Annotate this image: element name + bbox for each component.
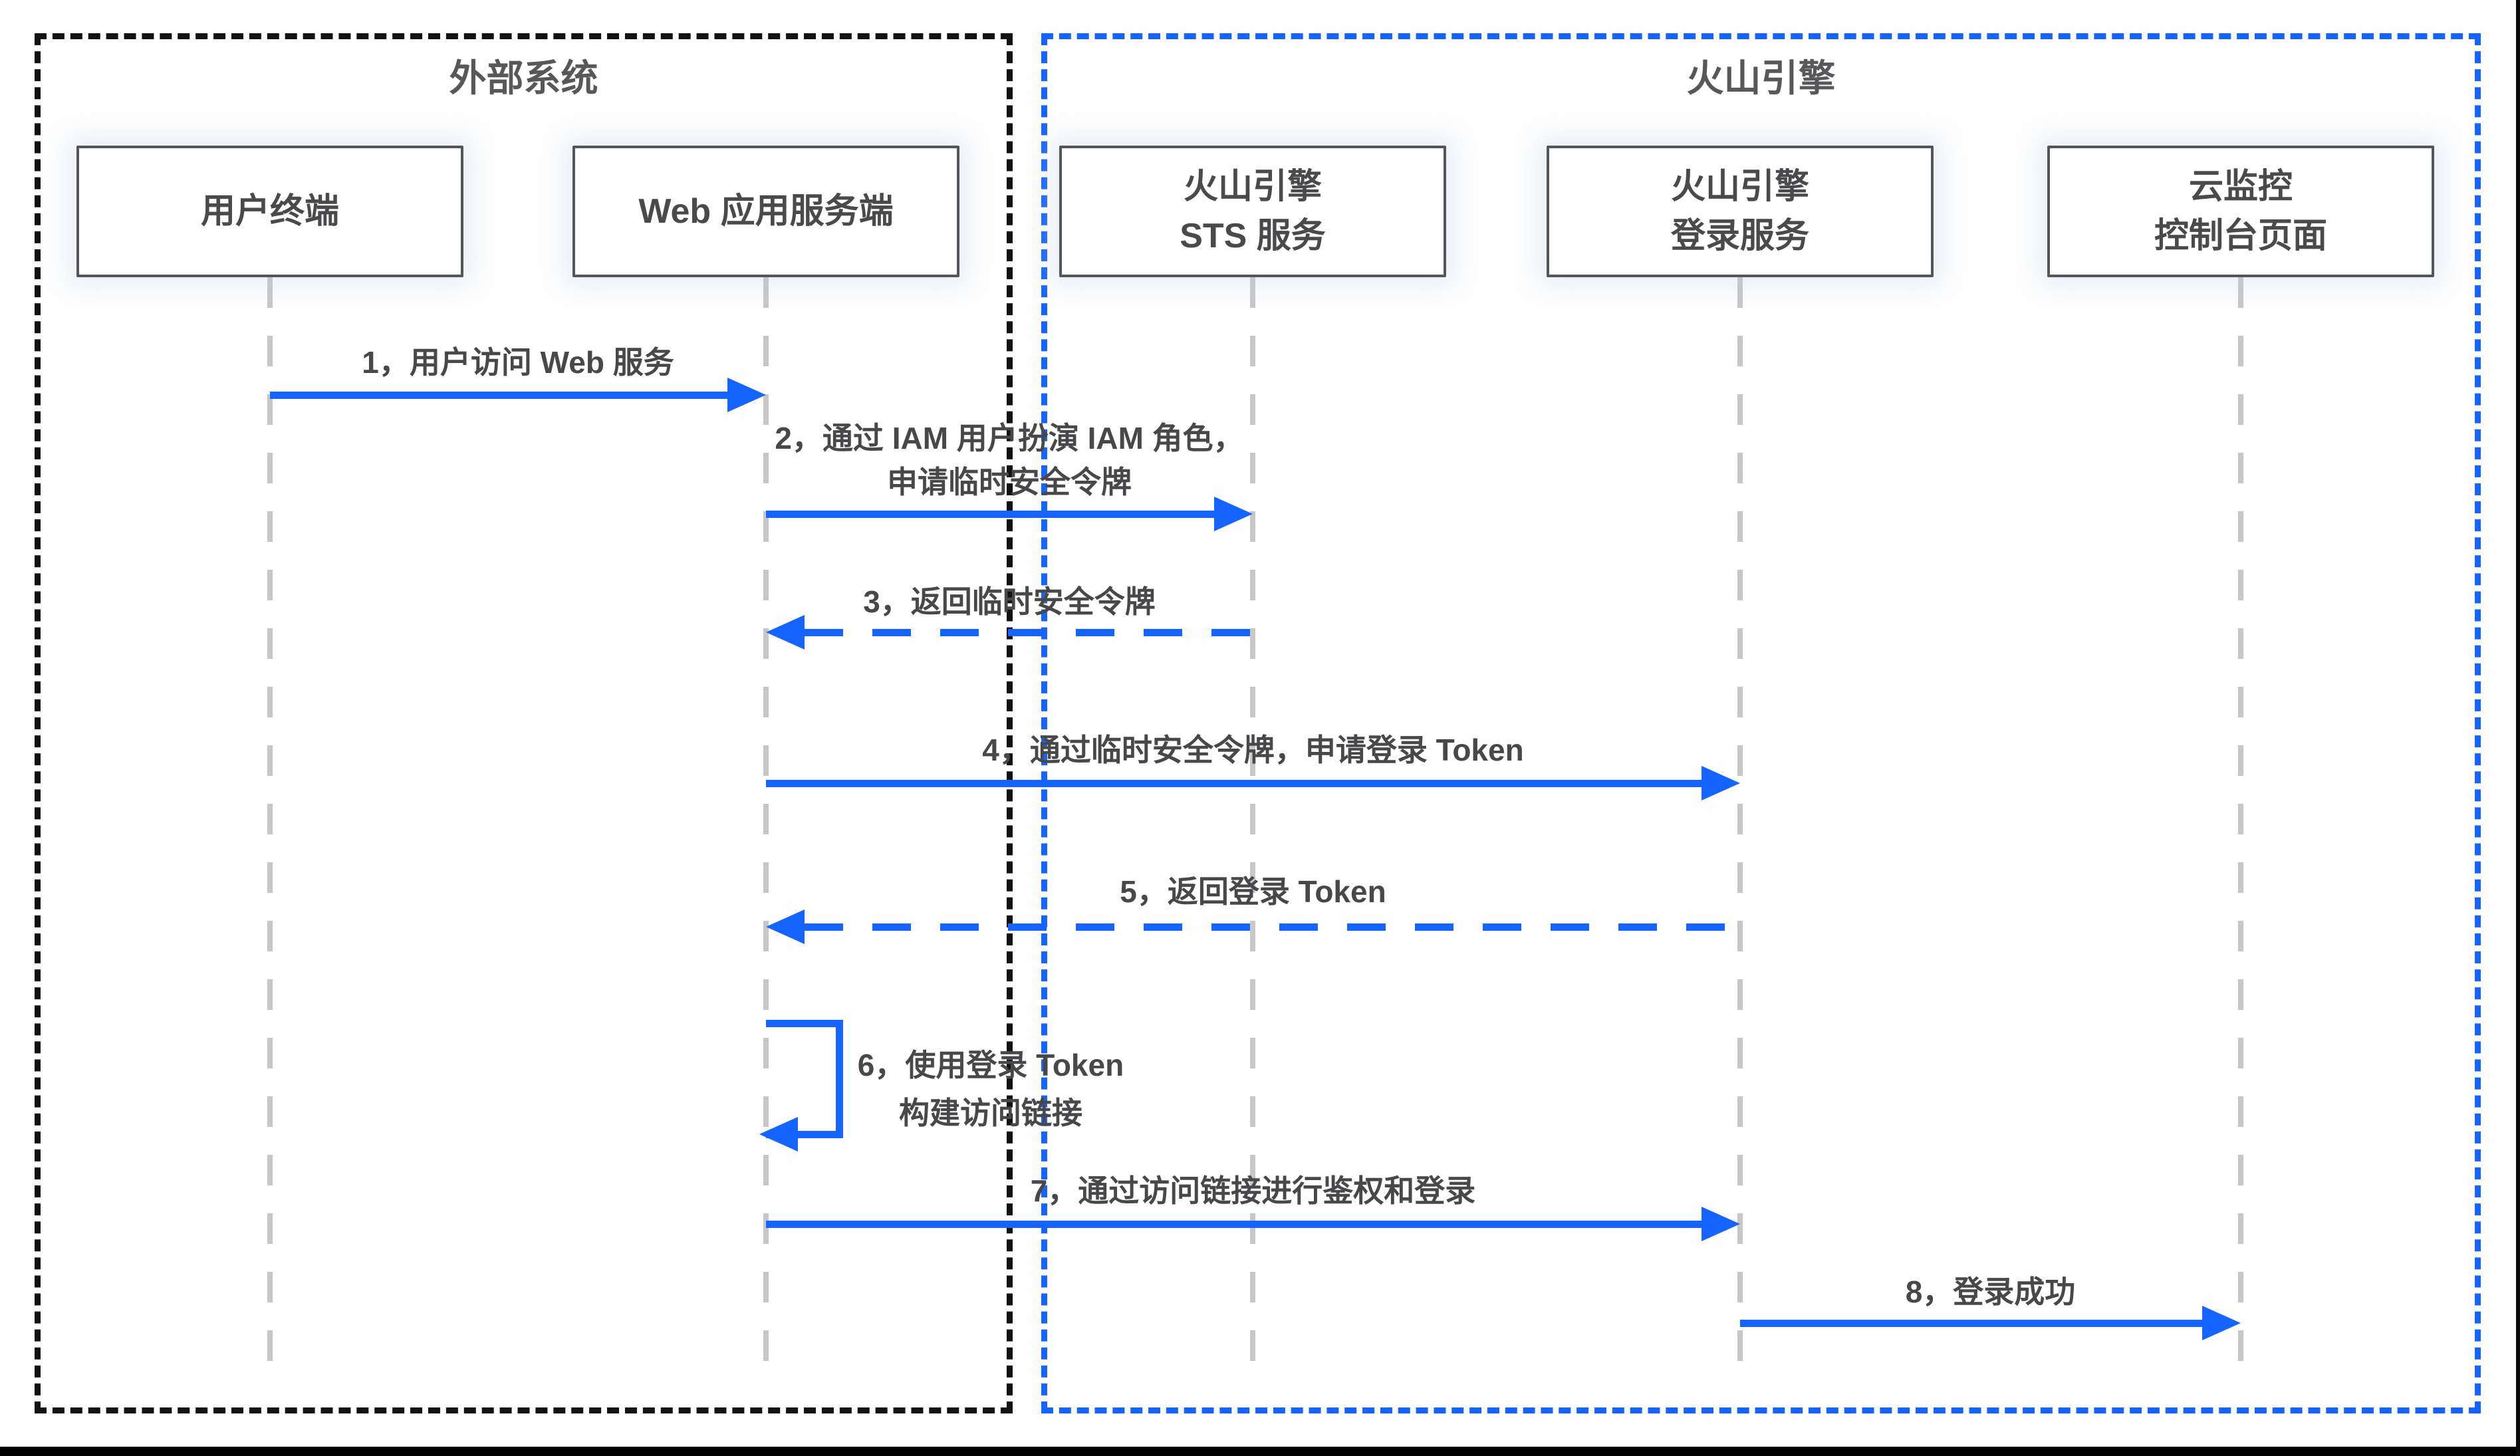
message-7-arrow xyxy=(766,1221,1707,1228)
message-5-arrow xyxy=(805,923,1740,931)
actor-label: STS 服务 xyxy=(1180,217,1326,255)
message-7-label: 7，通过访问链接进行鉴权和登录 xyxy=(1030,1173,1476,1208)
message-5-label: 5，返回登录 Token xyxy=(1120,874,1386,909)
lifeline-sts-service xyxy=(1250,277,1255,1386)
actor-label: 用户终端 xyxy=(200,192,339,231)
message-8-label: 8，登录成功 xyxy=(1905,1274,2076,1309)
message-6-label: 6，使用登录 Token 构建访问链接 xyxy=(857,1048,1124,1130)
window-bottom-edge xyxy=(0,1447,2520,1456)
lifeline-user-terminal xyxy=(267,277,273,1386)
group-title-external-system: 外部系统 xyxy=(449,57,598,99)
message-1-arrow xyxy=(270,392,729,399)
actor-box-console-page: 云监控 控制台页面 xyxy=(2047,146,2434,277)
message-4-arrowhead-icon xyxy=(1701,766,1740,800)
actor-box-user-terminal: 用户终端 xyxy=(76,146,463,277)
actor-label: 登录服务 xyxy=(1670,217,1809,255)
message-8-arrowhead-icon xyxy=(2202,1306,2241,1340)
group-box-volcengine xyxy=(1041,33,2481,1413)
message-1-label: 1，用户访问 Web 服务 xyxy=(362,345,674,380)
message-3-arrowhead-icon xyxy=(766,615,805,650)
actor-box-web-app-server: Web 应用服务端 xyxy=(572,146,959,277)
message-2-label: 2，通过 IAM 用户扮演 IAM 角色， 申请临时安全令牌 xyxy=(775,421,1244,499)
actor-label: 火山引擎 xyxy=(1183,168,1322,206)
actor-box-sts-service: 火山引擎 STS 服务 xyxy=(1059,146,1446,277)
actor-label: 火山引擎 xyxy=(1670,168,1809,206)
group-box-external-system xyxy=(35,33,1013,1413)
message-3-arrow xyxy=(805,629,1253,636)
message-2-arrowhead-icon xyxy=(1214,497,1253,531)
message-4-arrow xyxy=(766,780,1707,787)
lifeline-login-service xyxy=(1737,277,1743,1386)
message-4-label: 4，通过临时安全令牌，申请登录 Token xyxy=(982,733,1524,767)
actor-box-login-service: 火山引擎 登录服务 xyxy=(1547,146,1934,277)
actor-label: 控制台页面 xyxy=(2154,217,2327,255)
message-7-arrowhead-icon xyxy=(1701,1207,1740,1241)
message-2-arrow xyxy=(766,511,1219,518)
actor-label: Web 应用服务端 xyxy=(638,192,894,231)
message-1-arrowhead-icon xyxy=(727,378,766,412)
group-title-volcengine: 火山引擎 xyxy=(1686,57,1836,99)
actor-label: 云监控 xyxy=(2188,168,2293,206)
message-8-arrow xyxy=(1740,1320,2207,1327)
lifeline-console-page xyxy=(2238,277,2243,1386)
window-right-edge xyxy=(2516,0,2520,1456)
message-3-label: 3，返回临时安全令牌 xyxy=(863,584,1156,619)
lifeline-web-app-server xyxy=(763,277,769,1386)
message-5-arrowhead-icon xyxy=(766,910,805,944)
message-6-self-loop xyxy=(766,1020,843,1138)
message-6-arrowhead-icon xyxy=(759,1117,798,1152)
